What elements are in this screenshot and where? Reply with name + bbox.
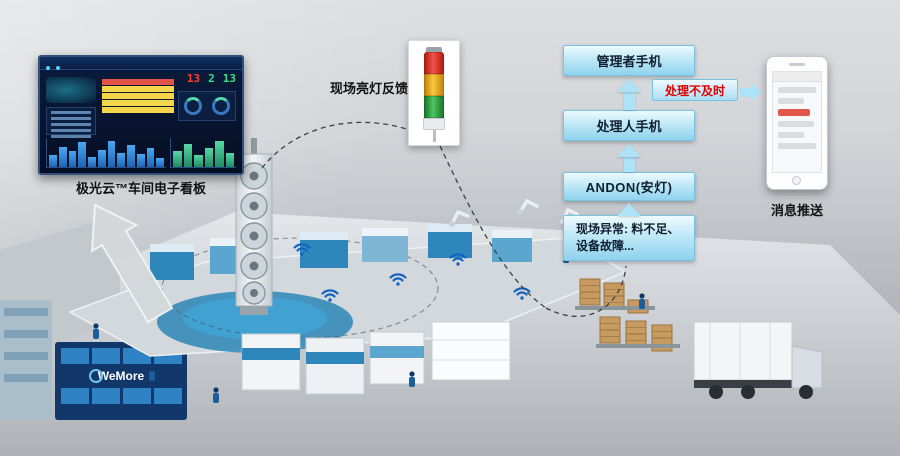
dashboard-map bbox=[46, 77, 96, 103]
smartphone-mockup bbox=[766, 56, 828, 190]
flow-box-field-abnormal: 现场异常: 料不足、设备故障... bbox=[563, 215, 695, 261]
light-yellow bbox=[424, 74, 444, 96]
phone-home-button bbox=[792, 176, 801, 185]
dashboard-header bbox=[40, 57, 242, 70]
stat-value: 13 bbox=[222, 72, 236, 85]
dashboard-gauges bbox=[178, 91, 236, 121]
dashboard-stats: 13 2 13 bbox=[187, 72, 236, 85]
label-message-push: 消息推送 bbox=[770, 203, 823, 218]
light-red bbox=[424, 52, 444, 74]
arrow-up-icon bbox=[617, 144, 641, 172]
arrow-up-icon bbox=[617, 79, 641, 110]
flow-label-not-timely: 处理不及时 bbox=[652, 79, 738, 101]
dashed-connector-floor-to-flow bbox=[545, 265, 627, 317]
truck bbox=[693, 321, 823, 399]
flow-box-manager-phone: 管理者手机 bbox=[563, 45, 695, 76]
dashboard-bar-chart bbox=[46, 138, 166, 168]
flow-box-handler-phone: 处理人手机 bbox=[563, 110, 695, 141]
dashboard-bar-chart-2 bbox=[170, 138, 236, 168]
light-tower-icon bbox=[423, 47, 445, 145]
machine-row-front bbox=[241, 321, 511, 395]
andon-tower-closeup bbox=[235, 138, 273, 315]
dashed-connector-tower-to-light bbox=[261, 121, 421, 169]
big-arrow-to-dashboard-icon bbox=[90, 203, 174, 324]
flow-box-andon: ANDON(安灯) bbox=[563, 172, 695, 201]
dashboard-table bbox=[46, 107, 96, 138]
arrow-up-icon bbox=[617, 203, 641, 216]
stat-value: 13 bbox=[186, 72, 201, 85]
dashed-connector-light-to-floor bbox=[439, 145, 547, 309]
dashboard-alert-list bbox=[102, 79, 174, 115]
kanban-dashboard: 13 2 13 bbox=[38, 55, 244, 175]
left-shelving bbox=[0, 300, 52, 420]
stat-value: 2 bbox=[208, 72, 215, 85]
andon-light-tower-photo bbox=[408, 40, 460, 146]
dashboard-caption: 极光云™车间电子看板 bbox=[75, 181, 206, 196]
pallet-racks bbox=[575, 278, 680, 352]
phone-alert-message bbox=[778, 109, 810, 116]
arrow-right-to-phone-icon bbox=[740, 84, 763, 100]
light-green bbox=[424, 96, 444, 118]
wall-logo-text: WeMore bbox=[98, 369, 145, 383]
label-andon-feedback: 现场亮灯反馈 bbox=[330, 81, 409, 96]
phone-screen bbox=[772, 71, 822, 173]
phone-speaker bbox=[789, 63, 805, 66]
dashed-connectors bbox=[261, 121, 627, 317]
